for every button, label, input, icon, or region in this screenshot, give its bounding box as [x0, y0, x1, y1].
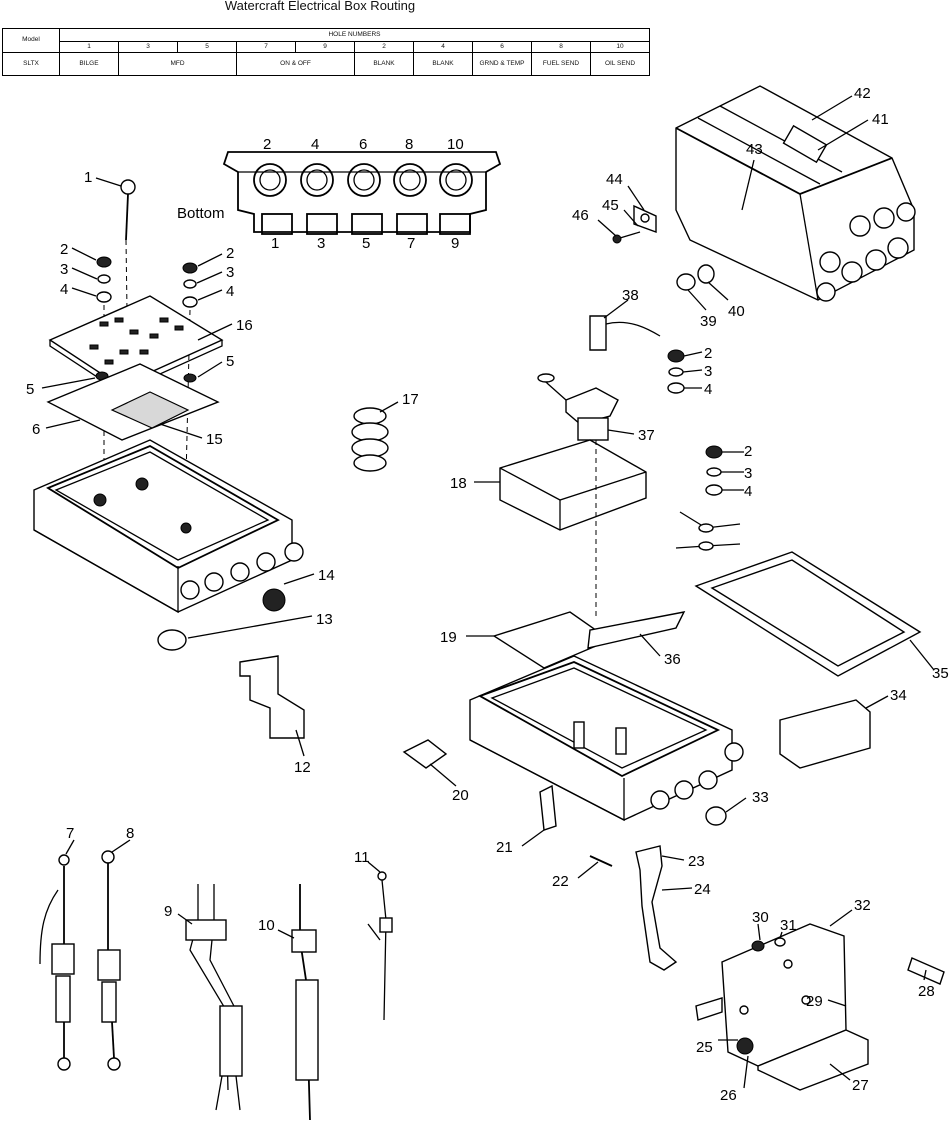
routing-cell: MFD	[118, 52, 237, 76]
diagram-title: Watercraft Electrical Box Routing	[224, 0, 416, 13]
cable-assemblies	[39, 850, 393, 1121]
callout-28: 28	[918, 983, 935, 1000]
callout-46: 46	[572, 207, 589, 224]
hole-routing-table: Model HOLE NUMBERS 1 3 5 7 9 2 4 6 8 10 …	[2, 28, 650, 76]
callout-20: 20	[452, 787, 469, 804]
callout-12: 12	[294, 759, 311, 776]
hole-label: 7	[407, 235, 415, 252]
model-cell: SLTX	[2, 52, 60, 76]
callout-4: 4	[60, 281, 68, 298]
left-box-assembly	[33, 179, 389, 739]
callout-5: 5	[26, 381, 34, 398]
hole-label: 10	[447, 136, 464, 153]
callout-17: 17	[402, 391, 419, 408]
callout-40: 40	[728, 303, 745, 320]
callout-22: 22	[552, 873, 569, 890]
callout-19: 19	[440, 629, 457, 646]
callout-38: 38	[622, 287, 639, 304]
hole-label: 5	[362, 235, 370, 252]
routing-cell: ON & OFF	[236, 52, 355, 76]
callout-4: 4	[226, 283, 234, 300]
callout-5: 5	[226, 353, 234, 370]
mounting-bracket-assembly	[695, 923, 945, 1091]
bottom-label: Bottom	[177, 205, 225, 222]
callout-2: 2	[226, 245, 234, 262]
hole-label: 2	[263, 136, 271, 153]
callout-32: 32	[854, 897, 871, 914]
callout-15: 15	[206, 431, 223, 448]
hole-label: 4	[311, 136, 319, 153]
callout-37: 37	[638, 427, 655, 444]
callout-1: 1	[84, 169, 92, 186]
callout-2: 2	[60, 241, 68, 258]
callout-18: 18	[450, 475, 467, 492]
hole-label: 9	[451, 235, 459, 252]
callout-35: 35	[932, 665, 949, 682]
routing-cell: GRND & TEMP	[472, 52, 532, 76]
routing-cell: BILGE	[59, 52, 119, 76]
callout-6: 6	[32, 421, 40, 438]
callout-16: 16	[236, 317, 253, 334]
routing-cell: FUEL SEND	[531, 52, 591, 76]
bottom-view-connector-block: Bottom 2 4 6 8 10 1 3 5 7 9	[177, 136, 502, 252]
callout-7: 7	[66, 825, 74, 842]
callout-3: 3	[60, 261, 68, 278]
callout-4: 4	[704, 381, 712, 398]
top-right-box-assembly	[612, 85, 916, 302]
callout-27: 27	[852, 1077, 869, 1094]
callout-8: 8	[126, 825, 134, 842]
callout-39: 39	[700, 313, 717, 330]
callout-34: 34	[890, 687, 907, 704]
hole-label: 3	[317, 235, 325, 252]
callout-31: 31	[780, 917, 797, 934]
hole-label: 1	[271, 235, 279, 252]
routing-cell: BLANK	[354, 52, 414, 76]
leader-lines	[41, 95, 935, 1089]
callout-14: 14	[318, 567, 335, 584]
callout-29: 29	[806, 993, 823, 1010]
callout-3: 3	[226, 264, 234, 281]
callout-41: 41	[872, 111, 889, 128]
callout-24: 24	[694, 881, 711, 898]
callout-43: 43	[746, 141, 763, 158]
hole-label: 6	[359, 136, 367, 153]
callout-42: 42	[854, 85, 871, 102]
routing-cell: OIL SEND	[590, 52, 650, 76]
callout-9: 9	[164, 903, 172, 920]
callout-26: 26	[720, 1087, 737, 1104]
callout-2: 2	[704, 345, 712, 362]
callout-25: 25	[696, 1039, 713, 1056]
callout-23: 23	[688, 853, 705, 870]
callout-44: 44	[606, 171, 623, 188]
callout-3: 3	[704, 363, 712, 380]
callout-21: 21	[496, 839, 513, 856]
callout-30: 30	[752, 909, 769, 926]
routing-cell: BLANK	[413, 52, 473, 76]
callout-36: 36	[664, 651, 681, 668]
callout-33: 33	[752, 789, 769, 806]
callout-labels: 1 2 3 4 2 3 4 16 5 5 6 15 17 14 13 12 42…	[26, 85, 949, 1104]
model-header: Model	[2, 28, 60, 53]
callout-10: 10	[258, 917, 275, 934]
hole-label: 8	[405, 136, 413, 153]
callout-3: 3	[744, 465, 752, 482]
callout-2: 2	[744, 443, 752, 460]
callout-13: 13	[316, 611, 333, 628]
callout-45: 45	[602, 197, 619, 214]
callout-11: 11	[354, 849, 370, 866]
callout-4: 4	[744, 483, 752, 500]
right-box-assembly	[402, 315, 922, 971]
